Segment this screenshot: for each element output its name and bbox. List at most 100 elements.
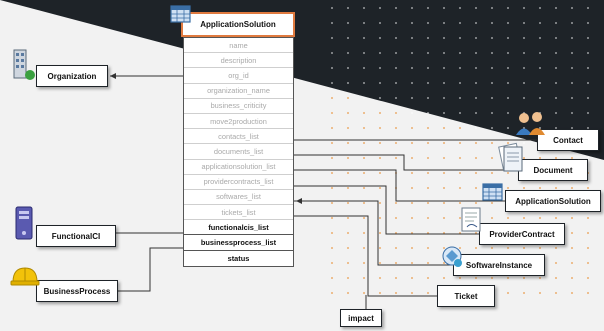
background-dot [427, 277, 429, 279]
softwareinstance-box[interactable]: SoftwareInstance [453, 254, 545, 276]
background-dot [347, 97, 349, 99]
background-dot [443, 247, 445, 249]
background-dot [587, 292, 589, 294]
background-dot [331, 52, 333, 54]
background-dot [507, 292, 509, 294]
background-dot [347, 7, 349, 9]
background-dot [363, 82, 365, 84]
background-dot [459, 172, 461, 174]
background-dot [507, 37, 509, 39]
businessprocess-icon [10, 267, 40, 286]
background-dot [411, 82, 413, 84]
background-dot [363, 97, 365, 99]
background-dot [411, 7, 413, 9]
businessprocess-box[interactable]: BusinessProcess [36, 280, 118, 302]
background-dot [459, 217, 461, 219]
background-dot [443, 97, 445, 99]
background-dot [379, 82, 381, 84]
background-dot [443, 172, 445, 174]
background-dot [427, 52, 429, 54]
background-dot [363, 37, 365, 39]
functionalci-box[interactable]: FunctionalCI [36, 225, 116, 247]
background-dot [571, 82, 573, 84]
organization-label: Organization [47, 71, 97, 81]
providercontract-label: ProviderContract [489, 229, 555, 239]
background-dot [539, 127, 541, 129]
background-dot [587, 262, 589, 264]
background-dot [523, 52, 525, 54]
background-dot [555, 292, 557, 294]
background-dot [331, 172, 333, 174]
applicationsolution-related-icon [482, 183, 503, 201]
background-dot [379, 142, 381, 144]
providercontract-connector [294, 185, 479, 235]
background-dot [523, 127, 525, 129]
background-dot [491, 22, 493, 24]
background-dot [331, 142, 333, 144]
class-title-box[interactable]: ApplicationSolution [181, 12, 295, 37]
attribute-row: name [184, 38, 293, 54]
background-dot [571, 232, 573, 234]
softwareinstance-connector [294, 200, 453, 266]
background-dot [411, 217, 413, 219]
background-dot [555, 262, 557, 264]
background-dot [331, 247, 333, 249]
background-dot [427, 22, 429, 24]
background-dot [347, 217, 349, 219]
background-dot [363, 22, 365, 24]
applicationsolution-box[interactable]: ApplicationSolution [505, 190, 601, 212]
background-dot [555, 37, 557, 39]
background-dot [443, 22, 445, 24]
background-dot [459, 52, 461, 54]
background-dot [347, 157, 349, 159]
background-dot [395, 97, 397, 99]
background-dot [331, 7, 333, 9]
background-dot [379, 202, 381, 204]
background-dot [331, 82, 333, 84]
background-dot [459, 7, 461, 9]
background-dot [587, 277, 589, 279]
background-dot [411, 202, 413, 204]
providercontract-box[interactable]: ProviderContract [479, 223, 565, 245]
background-dot [507, 247, 509, 249]
background-dot [571, 217, 573, 219]
organization-box[interactable]: Organization [36, 65, 108, 87]
connector-lines [110, 73, 537, 309]
background-dot [459, 112, 461, 114]
impact-box[interactable]: impact [340, 309, 382, 327]
document-box[interactable]: Document [518, 159, 588, 181]
background-dot [443, 262, 445, 264]
background-dot [363, 7, 365, 9]
background-dot [571, 187, 573, 189]
background-dot [459, 82, 461, 84]
background-dot [475, 67, 477, 69]
background-dot [363, 277, 365, 279]
contact-label: Contact [553, 135, 583, 145]
background-dot [363, 187, 365, 189]
background-dot [571, 22, 573, 24]
background-dot [475, 112, 477, 114]
background-dot [507, 127, 509, 129]
background-dot [379, 172, 381, 174]
background-dot [395, 7, 397, 9]
background-dot [331, 232, 333, 234]
background-dot [459, 142, 461, 144]
background-dot [347, 187, 349, 189]
contact-box[interactable]: Contact [537, 129, 599, 151]
background-dot [363, 217, 365, 219]
background-dot [395, 37, 397, 39]
background-dot [379, 232, 381, 234]
background-dot [523, 142, 525, 144]
background-dot [491, 52, 493, 54]
attribute-row: move2production [184, 114, 293, 130]
background-dot [379, 22, 381, 24]
background-dot [379, 157, 381, 159]
background-dot [411, 142, 413, 144]
ticket-box[interactable]: Ticket [437, 285, 495, 307]
background-dot [411, 67, 413, 69]
background-dot [331, 202, 333, 204]
attribute-row: documents_list [184, 144, 293, 160]
background-dot [571, 52, 573, 54]
background-dot [395, 82, 397, 84]
background-dot [443, 187, 445, 189]
